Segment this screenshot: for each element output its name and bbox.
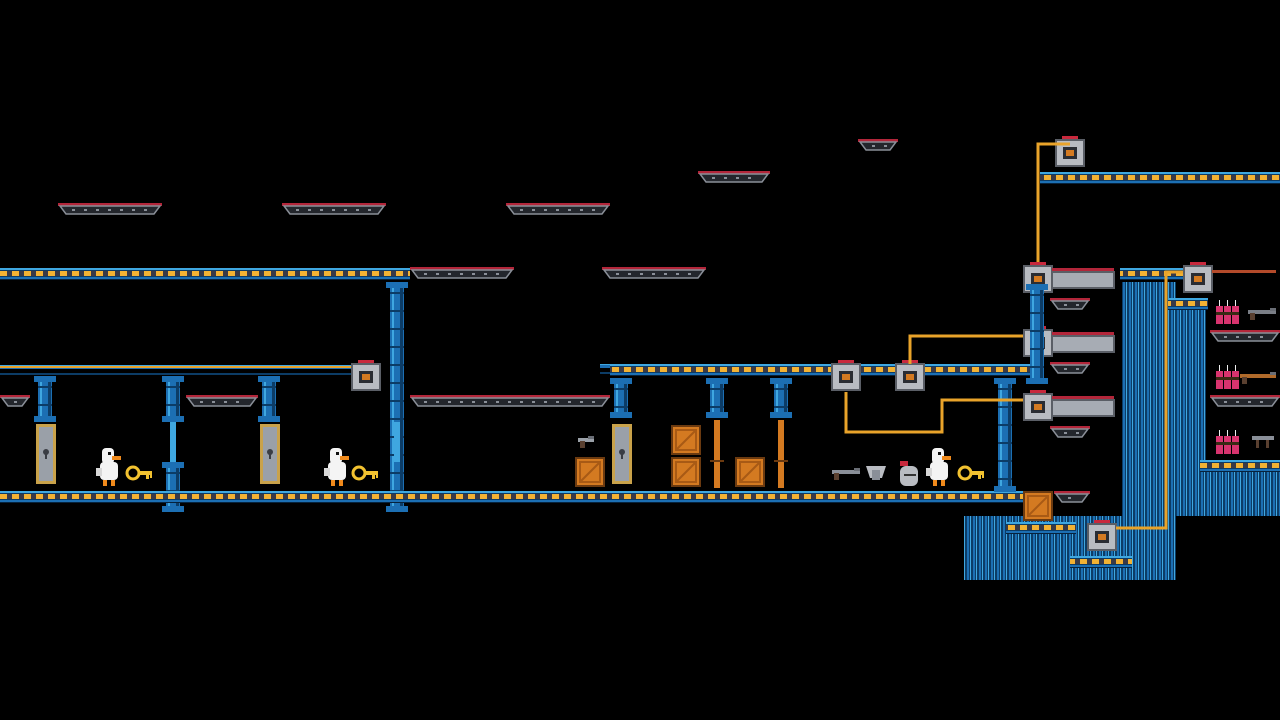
floating-platform bbox=[1210, 330, 1280, 342]
wooden-post bbox=[774, 420, 788, 488]
wooden-crate-icon[interactable] bbox=[671, 425, 701, 455]
golden-key-icon[interactable] bbox=[957, 465, 984, 481]
floating-platform bbox=[1210, 395, 1280, 407]
duck-character-icon[interactable] bbox=[926, 448, 951, 486]
tower-ledge bbox=[1168, 298, 1208, 310]
pistol-icon[interactable] bbox=[578, 436, 594, 448]
left-building-right-pillar bbox=[386, 282, 408, 512]
short-pillar bbox=[162, 462, 184, 512]
hammer-icon[interactable] bbox=[1252, 436, 1274, 448]
pressure-switch-icon[interactable] bbox=[1087, 520, 1117, 551]
glass-tube bbox=[394, 422, 400, 462]
floating-platform bbox=[1050, 362, 1090, 374]
dynamite-bundle-icon[interactable] bbox=[1216, 300, 1239, 324]
locked-door-icon[interactable] bbox=[612, 424, 632, 484]
short-pillar bbox=[610, 378, 632, 418]
short-pillar bbox=[162, 376, 184, 422]
pressure-switch-icon[interactable] bbox=[831, 360, 861, 391]
power-wire bbox=[908, 334, 1024, 364]
floating-platform bbox=[282, 203, 386, 215]
wooden-crate-icon[interactable] bbox=[671, 457, 701, 487]
piston-extender bbox=[1051, 268, 1115, 289]
pressure-switch-icon[interactable] bbox=[1023, 390, 1053, 421]
short-pillar bbox=[770, 378, 792, 418]
top-right-hazard-girder bbox=[1040, 172, 1280, 184]
power-wire bbox=[844, 392, 1024, 434]
upper-hazard-girder bbox=[0, 268, 410, 280]
tower-step bbox=[1006, 522, 1076, 534]
floating-platform bbox=[1054, 491, 1090, 503]
piston-extender bbox=[1051, 332, 1115, 353]
pressure-switch-icon[interactable] bbox=[1183, 262, 1213, 293]
pistol-icon[interactable] bbox=[1248, 308, 1276, 320]
duck-character-icon[interactable] bbox=[324, 448, 349, 486]
dynamite-bundle-icon[interactable] bbox=[1216, 430, 1239, 454]
power-wire bbox=[1036, 142, 1070, 268]
floating-platform bbox=[698, 171, 770, 183]
golden-key-icon[interactable] bbox=[351, 465, 378, 481]
shotgun-icon[interactable] bbox=[1240, 372, 1276, 384]
golden-key-icon[interactable] bbox=[125, 465, 152, 481]
wooden-ledge bbox=[1212, 270, 1276, 273]
short-pillar bbox=[706, 378, 728, 418]
floating-platform bbox=[858, 139, 898, 151]
wooden-post bbox=[710, 420, 724, 488]
floating-platform bbox=[1050, 298, 1090, 310]
floating-platform bbox=[58, 203, 162, 215]
pressure-switch-icon[interactable] bbox=[895, 360, 925, 391]
short-pillar bbox=[34, 376, 56, 422]
floating-platform bbox=[410, 395, 610, 407]
floating-platform bbox=[602, 267, 706, 279]
locked-door-icon[interactable] bbox=[36, 424, 56, 484]
tower-step bbox=[1070, 556, 1132, 568]
floating-platform bbox=[1050, 426, 1090, 438]
wooden-crate-icon[interactable] bbox=[575, 457, 605, 487]
dynamite-bundle-icon[interactable] bbox=[1216, 365, 1239, 389]
short-pillar bbox=[258, 376, 280, 422]
glass-tube bbox=[170, 422, 176, 462]
pressure-switch-icon[interactable] bbox=[1055, 136, 1085, 167]
floating-platform bbox=[186, 395, 258, 407]
power-wire bbox=[1116, 270, 1190, 530]
tower-left-pillar bbox=[1026, 284, 1048, 384]
shotgun-icon[interactable] bbox=[832, 468, 860, 480]
floating-platform bbox=[410, 267, 514, 279]
middle-hazard-girder bbox=[610, 364, 1030, 376]
wooden-crate-icon[interactable] bbox=[735, 457, 765, 487]
duck-character-icon[interactable] bbox=[96, 448, 121, 486]
wooden-crate-icon[interactable] bbox=[1023, 491, 1053, 521]
floating-platform bbox=[506, 203, 610, 215]
main-hazard-floor bbox=[0, 491, 1030, 503]
floating-platform bbox=[0, 395, 30, 407]
tower-ledge bbox=[1200, 460, 1280, 472]
middle-right-pillar bbox=[994, 378, 1016, 492]
locked-door-icon[interactable] bbox=[260, 424, 280, 484]
middle-rail-stub bbox=[600, 364, 610, 374]
piston-extender bbox=[1051, 396, 1115, 417]
pressure-switch-icon[interactable] bbox=[351, 360, 381, 391]
power-wire bbox=[0, 366, 360, 368]
chestplate-armor-icon[interactable] bbox=[866, 466, 886, 480]
knight-helmet-icon[interactable] bbox=[900, 461, 918, 486]
